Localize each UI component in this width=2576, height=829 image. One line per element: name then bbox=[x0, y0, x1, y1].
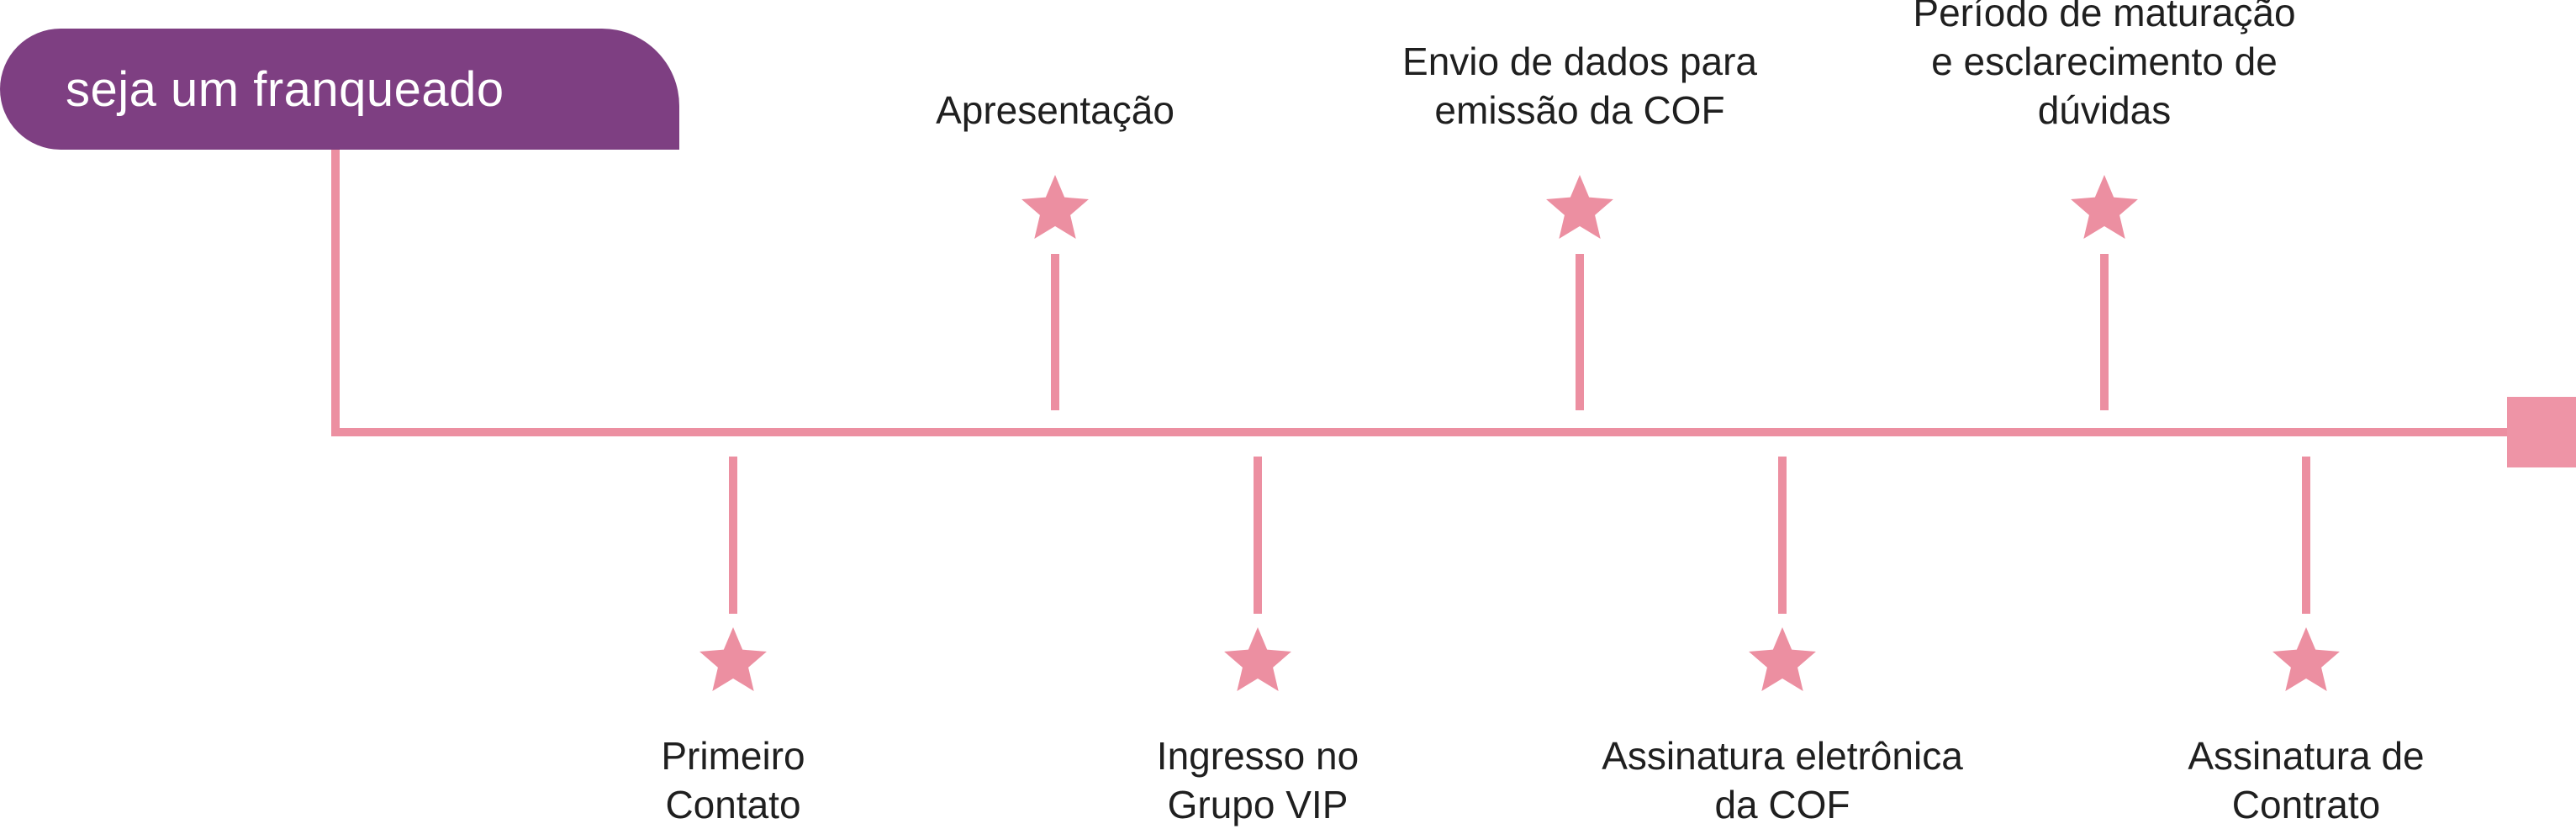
star-icon bbox=[2272, 627, 2340, 691]
star-icon bbox=[699, 627, 767, 691]
star-icon bbox=[1749, 627, 1816, 691]
star-icon bbox=[1224, 627, 1291, 691]
page-title: seja um franqueado bbox=[66, 61, 504, 117]
step-label-4: Envio de dados para emissão da COF bbox=[1402, 40, 1757, 132]
title-badge: seja um franqueado bbox=[0, 29, 679, 150]
star-icon bbox=[2071, 175, 2138, 239]
step-label-6: Período de maturação e esclarecimento de… bbox=[1913, 0, 2296, 132]
step-label-5: Assinatura eletrônica da COF bbox=[1602, 734, 1963, 826]
step-label-2: Apresentação bbox=[936, 88, 1175, 132]
timeline-end-marker bbox=[2507, 397, 2576, 467]
star-icon bbox=[1021, 175, 1089, 239]
step-label-1: Primeiro Contato bbox=[661, 734, 805, 826]
step-label-7: Assinatura de Contrato bbox=[2188, 734, 2425, 826]
step-label-3: Ingresso no Grupo VIP bbox=[1156, 734, 1359, 826]
star-icon bbox=[1546, 175, 1613, 239]
